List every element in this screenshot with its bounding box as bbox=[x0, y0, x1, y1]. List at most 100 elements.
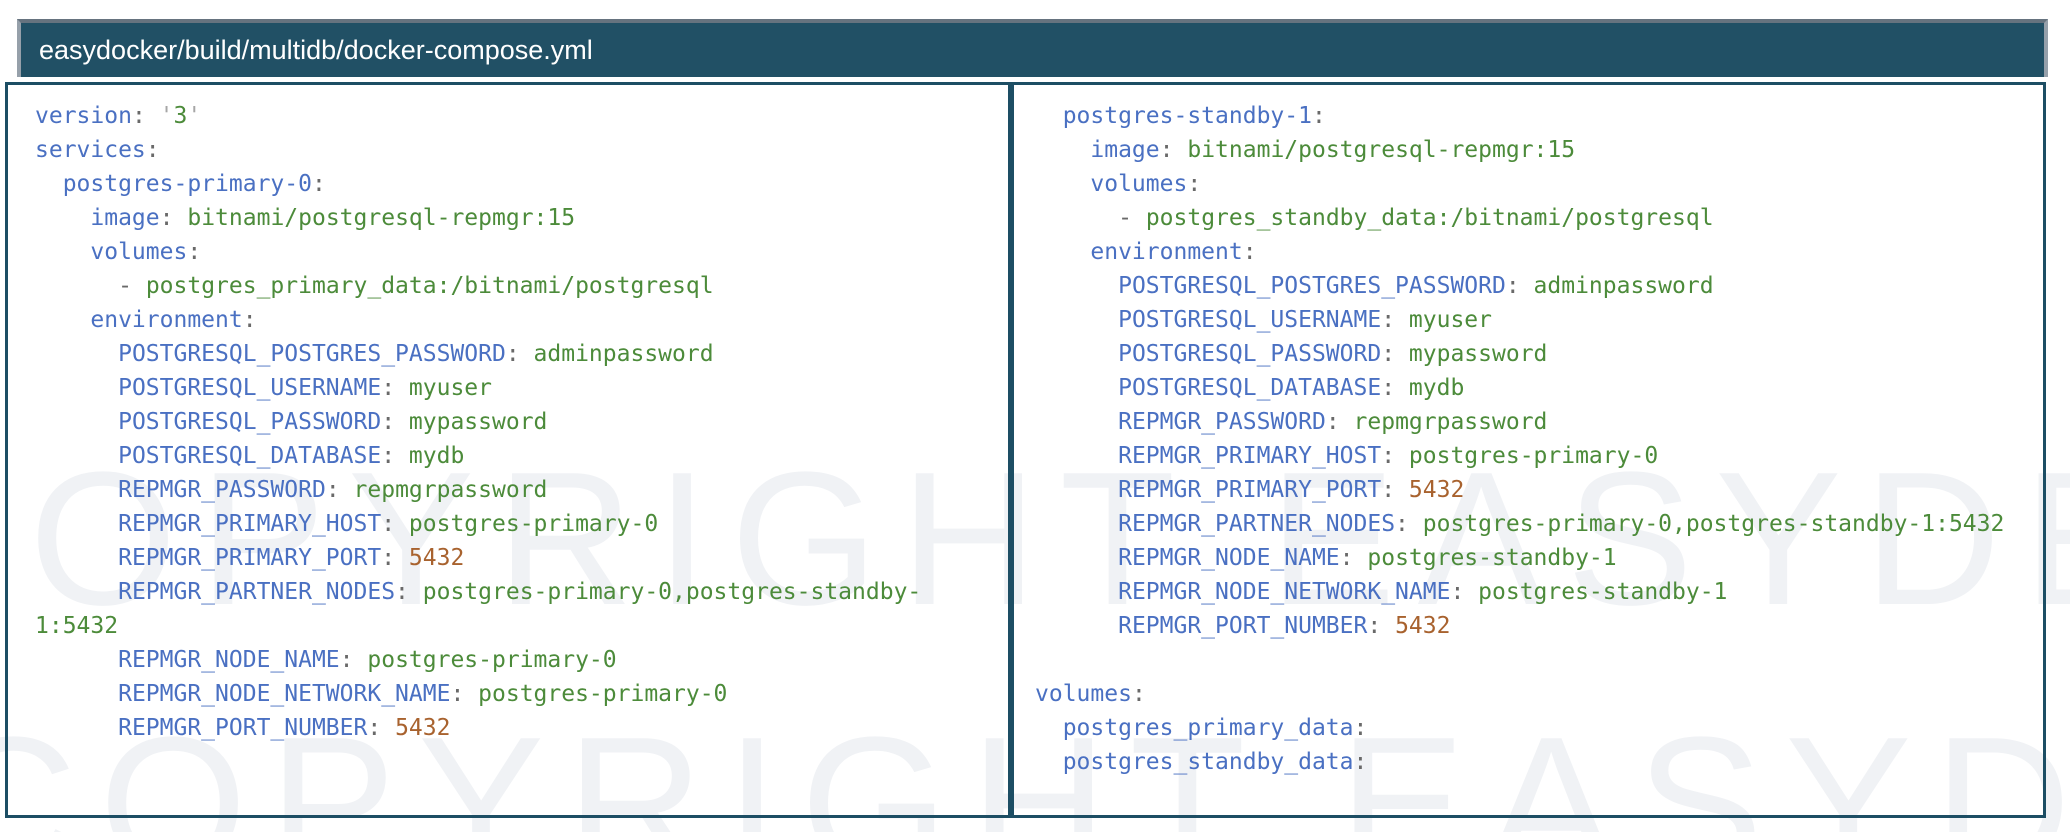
code-line: REPMGR_PARTNER_NODES: postgres-primary-0… bbox=[35, 575, 1008, 609]
code-token: postgres-primary-0 bbox=[367, 647, 617, 673]
code-token: postgres_standby_data:/bitnami/postgresq… bbox=[1145, 205, 1714, 231]
code-token: : bbox=[325, 477, 340, 503]
code-line: environment: bbox=[1035, 235, 2043, 269]
code-line: - postgres_standby_data:/bitnami/postgre… bbox=[1035, 201, 2043, 235]
code-token bbox=[1395, 477, 1409, 503]
code-token bbox=[35, 409, 118, 435]
code-token: postgres_primary_data bbox=[1062, 715, 1354, 741]
code-token: REPMGR_PRIMARY_PORT bbox=[1118, 477, 1382, 503]
code-line: REPMGR_PORT_NUMBER: 5432 bbox=[35, 711, 1008, 745]
code-line: REPMGR_NODE_NETWORK_NAME: postgres-prima… bbox=[35, 677, 1008, 711]
code-token: REPMGR_NODE_NETWORK_NAME bbox=[1118, 579, 1451, 605]
code-token bbox=[132, 273, 146, 299]
code-token: POSTGRESQL_USERNAME bbox=[118, 375, 382, 401]
code-token: : bbox=[131, 103, 146, 129]
code-token: REPMGR_NODE_NAME bbox=[1118, 545, 1340, 571]
code-token: : bbox=[1187, 171, 1202, 197]
code-token: postgres-standby-1 bbox=[1062, 103, 1312, 129]
code-token bbox=[1035, 375, 1118, 401]
code-token: environment bbox=[90, 307, 243, 333]
code-token: : bbox=[367, 715, 382, 741]
code-right: postgres-standby-1: image: bitnami/postg… bbox=[1014, 85, 2043, 779]
code-line: volumes: bbox=[1035, 167, 2043, 201]
code-token: REPMGR_PORT_NUMBER bbox=[1118, 613, 1368, 639]
code-token: : bbox=[339, 647, 354, 673]
code-token: postgres-standby-1 bbox=[1367, 545, 1617, 571]
code-token: : bbox=[1381, 341, 1396, 367]
code-token: postgres_standby_data bbox=[1062, 749, 1354, 775]
code-line: REPMGR_PARTNER_NODES: postgres-primary-0… bbox=[1035, 507, 2043, 541]
code-token bbox=[35, 341, 118, 367]
code-token bbox=[1174, 137, 1188, 163]
code-line: REPMGR_NODE_NAME: postgres-standby-1 bbox=[1035, 541, 2043, 575]
code-token bbox=[520, 341, 534, 367]
code-line: POSTGRESQL_DATABASE: mydb bbox=[35, 439, 1008, 473]
code-line: POSTGRESQL_POSTGRES_PASSWORD: adminpassw… bbox=[35, 337, 1008, 371]
code-token bbox=[35, 205, 90, 231]
code-panel-right: postgres-standby-1: image: bitnami/postg… bbox=[1011, 82, 2046, 818]
code-token: : bbox=[1381, 477, 1396, 503]
code-token bbox=[1409, 511, 1423, 537]
code-token bbox=[35, 307, 90, 333]
code-token: REPMGR_PASSWORD bbox=[118, 477, 326, 503]
code-token: : bbox=[1353, 715, 1368, 741]
code-token: : bbox=[187, 239, 202, 265]
title-bar: easydocker/build/multidb/docker-compose.… bbox=[17, 19, 2048, 77]
code-token: POSTGRESQL_POSTGRES_PASSWORD bbox=[1118, 273, 1506, 299]
code-token: adminpassword bbox=[533, 341, 714, 367]
code-token: postgres_primary_data:/bitnami/postgresq… bbox=[145, 273, 714, 299]
code-token: REPMGR_PRIMARY_PORT bbox=[118, 545, 382, 571]
code-token bbox=[1035, 307, 1118, 333]
code-line: POSTGRESQL_USERNAME: myuser bbox=[1035, 303, 2043, 337]
code-token bbox=[35, 273, 118, 299]
code-token: POSTGRESQL_PASSWORD bbox=[1118, 341, 1382, 367]
code-line: volumes: bbox=[1035, 677, 2043, 711]
code-token: REPMGR_PARTNER_NODES bbox=[1118, 511, 1396, 537]
code-line: version: '3' bbox=[35, 99, 1008, 133]
code-token: : bbox=[1505, 273, 1520, 299]
code-token: 5432 bbox=[1408, 477, 1465, 503]
code-token: 1:5432 bbox=[35, 613, 119, 639]
code-token bbox=[1035, 477, 1118, 503]
code-token bbox=[1464, 579, 1478, 605]
code-token bbox=[1354, 545, 1368, 571]
code-token: mydb bbox=[1408, 375, 1465, 401]
code-token bbox=[1035, 545, 1118, 571]
code-line bbox=[1035, 643, 2043, 677]
code-token: : bbox=[1242, 239, 1257, 265]
code-token bbox=[35, 239, 90, 265]
code-token bbox=[1035, 273, 1118, 299]
code-token: postgres-primary-0 bbox=[1408, 443, 1659, 469]
code-token bbox=[35, 375, 118, 401]
code-token bbox=[464, 681, 478, 707]
code-token: myuser bbox=[1408, 307, 1493, 333]
code-token bbox=[1035, 443, 1118, 469]
code-token: repmgrpassword bbox=[353, 477, 548, 503]
code-token: REPMGR_PRIMARY_HOST bbox=[1118, 443, 1382, 469]
code-token: : bbox=[1159, 137, 1174, 163]
code-panel-left: version: '3'services: postgres-primary-0… bbox=[5, 82, 1011, 818]
code-token: REPMGR_PARTNER_NODES bbox=[118, 579, 396, 605]
code-token: 3 bbox=[173, 103, 188, 129]
code-token bbox=[1395, 443, 1409, 469]
code-token: 5432 bbox=[1395, 613, 1451, 639]
code-line: POSTGRESQL_POSTGRES_PASSWORD: adminpassw… bbox=[1035, 269, 2043, 303]
code-token: : bbox=[1325, 409, 1340, 435]
code-token bbox=[35, 171, 63, 197]
code-token: mypassword bbox=[408, 409, 548, 435]
code-token bbox=[1395, 375, 1409, 401]
code-token bbox=[35, 681, 118, 707]
code-line: REPMGR_PRIMARY_PORT: 5432 bbox=[1035, 473, 2043, 507]
code-token: postgres-primary-0,postgres-standby-1:54… bbox=[1422, 511, 2005, 537]
code-token: : bbox=[381, 375, 396, 401]
code-line: POSTGRESQL_DATABASE: mydb bbox=[1035, 371, 2043, 405]
code-token bbox=[409, 579, 423, 605]
code-token: - bbox=[1118, 205, 1132, 231]
code-token: mydb bbox=[408, 443, 465, 469]
code-token: REPMGR_PASSWORD bbox=[1118, 409, 1326, 435]
code-token: bitnami/postgresql-repmgr:15 bbox=[1187, 137, 1576, 163]
code-token bbox=[1035, 579, 1118, 605]
code-line: 1:5432 bbox=[35, 609, 1008, 643]
code-token: : bbox=[1367, 613, 1382, 639]
